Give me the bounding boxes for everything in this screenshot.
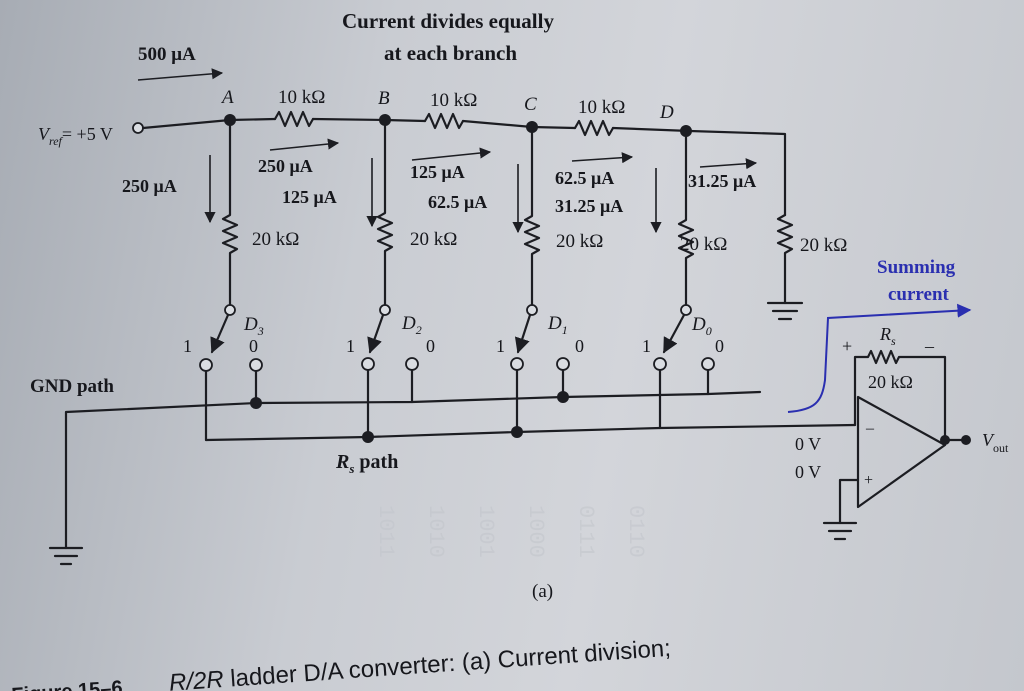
- shunt-c-label: 20 kΩ: [556, 231, 603, 252]
- title-line-2: at each branch: [384, 41, 517, 65]
- current-ab-bot: 125 μA: [282, 187, 337, 207]
- svg-text:1001: 1001: [473, 505, 498, 558]
- vout-terminal: [961, 435, 971, 445]
- switch-d1-one: 1: [496, 336, 505, 356]
- switch-d0-zero: 0: [715, 336, 724, 356]
- switch-d3-one: 1: [183, 336, 192, 356]
- current-dterm-arrow: [699, 158, 758, 170]
- resistor-cd: [573, 119, 615, 137]
- switch-d0-name: D0: [691, 314, 712, 338]
- current-cd-top: 62.5 μA: [555, 168, 614, 188]
- bleed-through-text: 1011 1010 1001 1000 0111 0110: [373, 505, 648, 558]
- feedback-value: 20 kΩ: [868, 372, 913, 392]
- current-cd-bot: 31.25 μA: [555, 196, 623, 216]
- switch-d2-zero: 0: [426, 336, 435, 356]
- feedback-minus: –: [924, 336, 935, 356]
- svg-text:1000: 1000: [523, 505, 548, 558]
- shunt-d-label: 20 kΩ: [680, 234, 727, 255]
- opamp-noninv-sign: +: [864, 472, 873, 489]
- switch-d0: D0 1 0: [642, 304, 724, 430]
- top-rail-a: [141, 117, 277, 130]
- resistor-ab: [273, 110, 315, 128]
- gnd-path-line: [64, 390, 762, 550]
- ground-gnd-icon: [48, 546, 84, 566]
- feedback-resistor: [853, 349, 947, 442]
- switch-d1: D1 1 0: [496, 304, 584, 438]
- switch-d2-one: 1: [346, 336, 355, 356]
- resistor-bc-label: 10 kΩ: [430, 90, 477, 111]
- current-bc-top: 125 μA: [410, 162, 465, 182]
- opamp-inv-sign: –: [865, 420, 875, 437]
- summing-line-2: current: [888, 284, 950, 305]
- shunt-term: [776, 213, 794, 305]
- total-current-label: 500 μA: [138, 44, 196, 65]
- feedback-name: Rs: [879, 324, 896, 348]
- shunt-term-label: 20 kΩ: [800, 235, 847, 256]
- switch-d3: D3 1 0: [183, 304, 264, 442]
- ground-opamp-icon: [822, 521, 858, 541]
- opamp-inv-voltage: 0 V: [795, 434, 821, 454]
- top-rail-b: [311, 117, 427, 123]
- shunt-b-label: 20 kΩ: [410, 229, 457, 250]
- rs-path-label: Rs path: [335, 451, 398, 476]
- current-ab-top: 250 μA: [258, 156, 313, 176]
- switch-d2-name: D2: [401, 313, 422, 337]
- node-d-label: D: [659, 102, 674, 123]
- opamp-triangle: [856, 395, 947, 509]
- switch-d3-name: D3: [243, 314, 264, 338]
- current-bc-bot: 62.5 μA: [428, 192, 487, 212]
- vout-label: Vout: [982, 430, 1009, 455]
- shunt-a: [221, 118, 239, 307]
- switch-d0-one: 1: [642, 336, 651, 356]
- switch-d3-zero: 0: [249, 336, 258, 356]
- shunt-a-label: 20 kΩ: [252, 229, 299, 250]
- shunt-c: [523, 125, 541, 307]
- node-a-label: A: [220, 87, 234, 108]
- node-c-label: C: [524, 94, 537, 115]
- summing-current-arrow: [787, 303, 972, 413]
- subfigure-label: (a): [532, 581, 553, 602]
- figure-number: Figure 15–6: [11, 677, 123, 691]
- current-bc-arrow: [411, 147, 492, 161]
- switch-d1-name: D1: [547, 313, 568, 337]
- current-ab-arrow: [269, 138, 340, 151]
- current-cd-arrow: [571, 152, 634, 164]
- gnd-path-label: GND path: [30, 376, 114, 397]
- node-b-label: B: [378, 88, 390, 109]
- current-a-label: 250 μA: [122, 176, 177, 196]
- shunt-d: [677, 129, 695, 307]
- switch-d1-zero: 0: [575, 336, 584, 356]
- top-rail-d: [611, 126, 787, 217]
- switch-d2: D2 1 0: [346, 304, 435, 443]
- noninv-ground-wire: [838, 478, 860, 525]
- caption-group: Figure 15–6 R/2R ladder D/A converter: (…: [11, 635, 672, 691]
- vref-terminal: [132, 122, 144, 134]
- svg-text:0110: 0110: [623, 505, 648, 558]
- resistor-ab-label: 10 kΩ: [278, 87, 325, 108]
- resistor-bc: [423, 112, 465, 130]
- summing-line-1: Summing: [877, 257, 956, 278]
- title-line-1: Current divides equally: [342, 9, 554, 33]
- opamp-noninv-voltage: 0 V: [795, 462, 821, 482]
- top-rail-c: [461, 119, 577, 130]
- vref-label: Vref= +5 V: [38, 124, 113, 148]
- shunt-b: [376, 118, 394, 307]
- ground-term-icon: [766, 301, 804, 321]
- svg-text:0111: 0111: [573, 505, 598, 558]
- current-dterm-label: 31.25 μA: [688, 171, 756, 191]
- feedback-plus: +: [842, 336, 852, 356]
- svg-text:1010: 1010: [423, 505, 448, 558]
- total-current-arrow: [137, 68, 224, 81]
- svg-text:1011: 1011: [373, 505, 398, 558]
- figure-caption: R/2R ladder D/A converter: (a) Current d…: [168, 635, 672, 691]
- resistor-cd-label: 10 kΩ: [578, 97, 625, 118]
- output-node-dot: [940, 435, 950, 445]
- rs-path-line: [204, 423, 857, 442]
